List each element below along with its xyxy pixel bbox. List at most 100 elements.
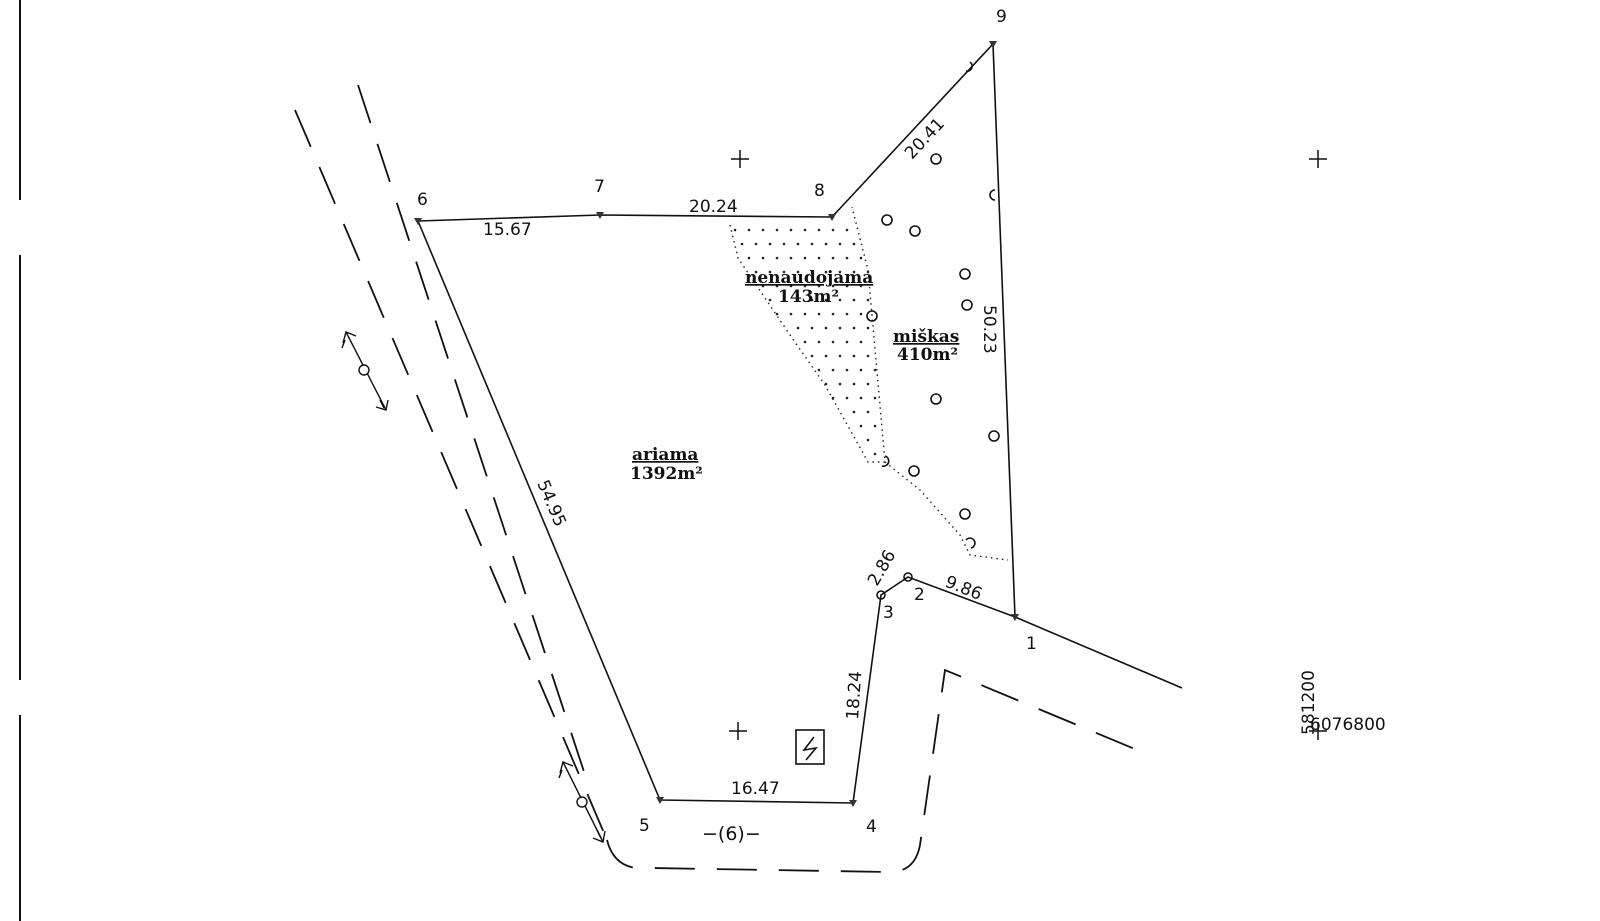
hatch-dot: [754, 270, 758, 274]
hatch-dot: [782, 270, 786, 274]
parcel-boundary: [417, 42, 1016, 804]
hatch-dot: [817, 256, 821, 260]
hatch-dot: [831, 228, 835, 232]
hatch-dot: [859, 256, 863, 260]
point-label-5: 5: [639, 816, 650, 836]
road-edge-inner: [357, 84, 591, 791]
hatch-dot: [873, 424, 877, 428]
hatch-dot: [838, 298, 842, 302]
hatch-dot: [831, 396, 835, 400]
hatch-dot: [775, 228, 779, 232]
road-label: −(6)−: [702, 823, 761, 845]
hatch-dot: [782, 242, 786, 246]
hatch-dot: [768, 298, 772, 302]
hatch-dot: [866, 326, 870, 330]
hatch-dot: [859, 424, 863, 428]
point-label-8: 8: [814, 181, 825, 201]
tree-icon: [965, 537, 976, 549]
hatch-dot: [845, 256, 849, 260]
road-edge-outer: [294, 109, 608, 841]
hatch-dot: [768, 270, 772, 274]
distance-4-5: 16.47: [731, 779, 780, 799]
point-label-3: 3: [883, 603, 894, 623]
hatch-dot: [852, 382, 856, 386]
hatch-dot: [810, 242, 814, 246]
hatch-dot: [775, 256, 779, 260]
distance-9-1: 50.23: [979, 305, 999, 354]
hatch-dot: [845, 312, 849, 316]
hatch-dot: [859, 284, 863, 288]
hatch-dot: [831, 284, 835, 288]
distance-1-2: 9.86: [942, 572, 985, 605]
hatch-dot: [789, 228, 793, 232]
coordinate-y: 6076800: [1310, 715, 1386, 735]
tree-icon: [961, 299, 973, 311]
hatch-dot: [824, 298, 828, 302]
tree-icon: [909, 225, 921, 237]
point-label-2: 2: [914, 585, 925, 605]
hatch-dot: [789, 284, 793, 288]
hatch-dot: [873, 452, 877, 456]
hatch-dot: [852, 326, 856, 330]
hatch-dot: [838, 326, 842, 330]
hatch-dot: [852, 354, 856, 358]
hatch-dot: [789, 256, 793, 260]
tree-icon: [988, 430, 1000, 442]
distance-2-3: 2.86: [864, 547, 900, 590]
hatch-dot: [817, 228, 821, 232]
area-arable-name: ariama: [632, 445, 698, 465]
tree-icon: [908, 465, 920, 477]
hatch-dot: [831, 368, 835, 372]
tree-icon: [989, 189, 996, 201]
tree-icon: [965, 61, 973, 72]
hatch-dot: [866, 298, 870, 302]
forest-area-outline: [884, 461, 1009, 561]
hatch-dot: [817, 284, 821, 288]
hatch-dot: [838, 270, 842, 274]
hatch-dot: [845, 340, 849, 344]
point-label-9: 9: [996, 7, 1007, 27]
area-unused-size: 143m²: [778, 287, 839, 307]
hatch-dot: [859, 396, 863, 400]
tree-icon: [881, 214, 893, 226]
tree-icon: [959, 268, 971, 280]
hatch-dot: [775, 312, 779, 316]
point-label-1: 1: [1026, 634, 1037, 654]
distance-3-4: 18.24: [843, 670, 866, 720]
hatch-dot: [803, 284, 807, 288]
hatch-dot: [838, 354, 842, 358]
distance-8-9: 20.41: [901, 114, 949, 163]
easement-arrow-icon: [341, 331, 389, 411]
hatch-dot: [796, 242, 800, 246]
hatch-dot: [761, 284, 765, 288]
hatch-dot: [873, 396, 877, 400]
hatch-dot: [845, 284, 849, 288]
hatch-dot: [754, 242, 758, 246]
hatch-dot: [817, 340, 821, 344]
hatch-dot: [852, 242, 856, 246]
tree-icon: [930, 393, 942, 405]
grid-crosses: [729, 150, 1327, 740]
hatch-dot: [824, 326, 828, 330]
hatch-dot: [803, 312, 807, 316]
hatch-dot: [866, 410, 870, 414]
area-unused-name: nenaudojama: [745, 268, 873, 288]
hatch-dot: [761, 228, 765, 232]
hatch-dot: [796, 298, 800, 302]
forest-trees: [866, 61, 1000, 549]
easement-arrow-icon: [558, 761, 606, 843]
hatch-dot: [824, 242, 828, 246]
hatch-dot: [733, 228, 737, 232]
area-arable-size: 1392m²: [630, 464, 703, 484]
hatch-dot: [831, 312, 835, 316]
hatch-dot: [796, 326, 800, 330]
hatch-dot: [859, 312, 863, 316]
hatch-dot: [852, 410, 856, 414]
road-east-edge: [1014, 616, 1183, 689]
area-forest-size: 410m²: [897, 345, 958, 365]
hatch-dot: [810, 298, 814, 302]
hatch-dot: [747, 256, 751, 260]
point-label-7: 7: [594, 177, 605, 197]
hatch-dot: [803, 340, 807, 344]
